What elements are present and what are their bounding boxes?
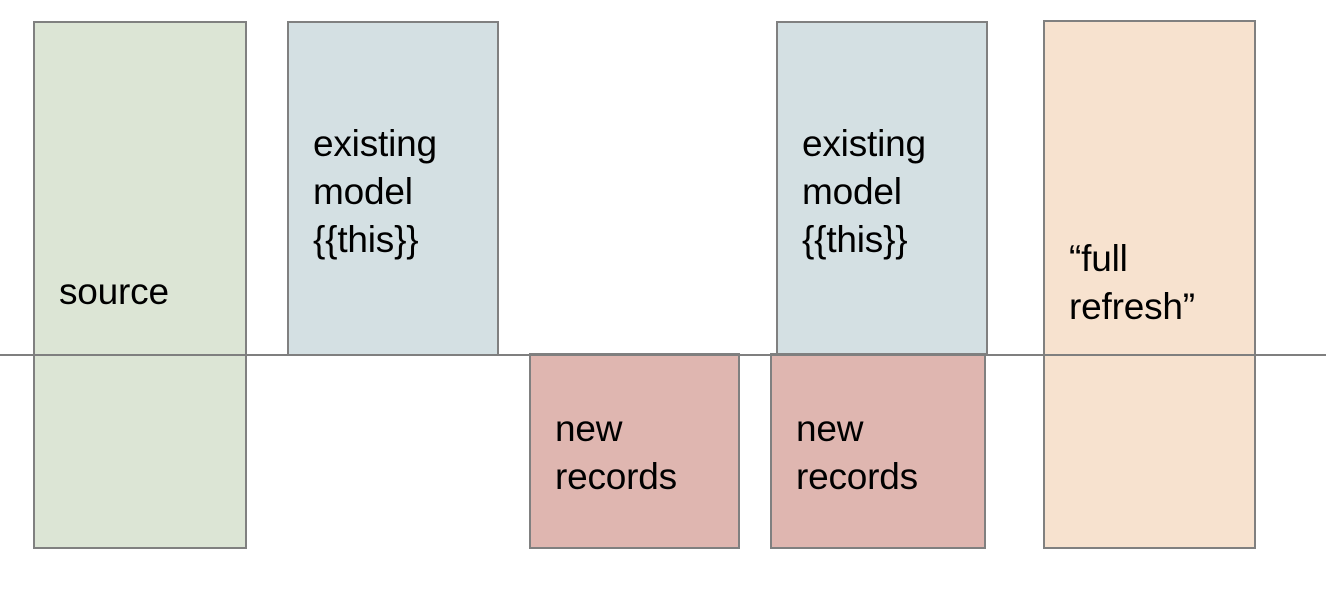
box-label-new-records-2: new records bbox=[796, 408, 918, 497]
box-label-existing-model-1: existing model {{this}} bbox=[313, 123, 437, 260]
horizontal-divider bbox=[0, 354, 1326, 356]
box-label-source: source bbox=[59, 271, 169, 312]
box-full-refresh[interactable]: “full refresh” bbox=[1043, 20, 1256, 549]
box-source[interactable]: source bbox=[33, 21, 247, 549]
box-label-existing-model-2: existing model {{this}} bbox=[802, 123, 926, 260]
box-label-full-refresh: “full refresh” bbox=[1069, 238, 1195, 327]
box-new-records-1[interactable]: new records bbox=[529, 353, 740, 549]
box-label-new-records-1: new records bbox=[555, 408, 677, 497]
box-existing-model-2[interactable]: existing model {{this}} bbox=[776, 21, 988, 356]
box-existing-model-1[interactable]: existing model {{this}} bbox=[287, 21, 499, 356]
box-new-records-2[interactable]: new records bbox=[770, 353, 986, 549]
